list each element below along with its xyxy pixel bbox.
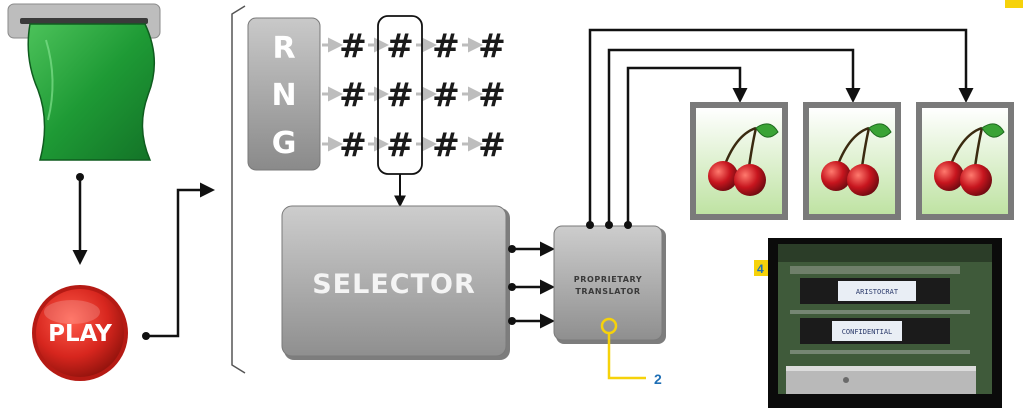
corner-marker xyxy=(1005,0,1023,8)
grid-cell: # xyxy=(432,75,460,114)
grid-cell: # xyxy=(432,26,460,65)
chip-label-2: CONFIDENTIAL xyxy=(842,328,893,336)
play-to-system-connector xyxy=(142,182,215,340)
grid-cell: # xyxy=(339,125,367,164)
translator-label-line1: PROPRIETARY xyxy=(574,275,642,284)
selector-label: SELECTOR xyxy=(312,269,476,300)
grid-cell: # xyxy=(386,26,414,65)
rng-flow-arrows xyxy=(322,37,483,152)
selector-to-translator-arrows xyxy=(508,241,555,329)
rng-letter-n: N xyxy=(271,78,296,113)
circuit-board-photo: ARISTOCRAT CONFIDENTIAL xyxy=(768,238,1002,408)
grid-cell: # xyxy=(386,125,414,164)
play-button-label: PLAY xyxy=(48,321,112,347)
grid-cell: # xyxy=(478,75,506,114)
grid-cell: # xyxy=(478,26,506,65)
grid-cell: # xyxy=(386,75,414,114)
rng-panel: R N G xyxy=(247,17,321,171)
money-to-play-connector xyxy=(72,173,88,265)
proprietary-translator-box: PROPRIETARY TRANSLATOR xyxy=(553,225,666,344)
callout-2-number: 2 xyxy=(654,371,662,387)
translator-label-line2: TRANSLATOR xyxy=(575,287,640,296)
cherry-icon xyxy=(934,123,1005,196)
selector-box: SELECTOR xyxy=(281,205,510,360)
system-bracket xyxy=(231,5,246,374)
reel-3 xyxy=(916,102,1014,220)
bill-acceptor-icon xyxy=(7,3,161,161)
chip-label-1: ARISTOCRAT xyxy=(856,288,899,296)
translator-to-reels-wiring xyxy=(586,28,974,229)
rng-letter-r: R xyxy=(272,31,295,66)
reel-2 xyxy=(803,102,901,220)
rng-letter-g: G xyxy=(272,126,297,161)
grid-cell: # xyxy=(339,75,367,114)
play-button[interactable]: PLAY xyxy=(32,285,128,381)
callout-2: 2 xyxy=(600,317,662,387)
callout-4-number: 4 xyxy=(757,262,764,276)
reel-1 xyxy=(690,102,788,220)
cherry-icon xyxy=(821,123,892,196)
grid-cell: # xyxy=(478,125,506,164)
callout-4: 4 xyxy=(754,260,768,276)
grid-cell: # xyxy=(339,26,367,65)
random-number-grid: # # # # # # # # # # # # xyxy=(339,26,506,164)
grid-cell: # xyxy=(432,125,460,164)
cherry-icon xyxy=(708,123,779,196)
